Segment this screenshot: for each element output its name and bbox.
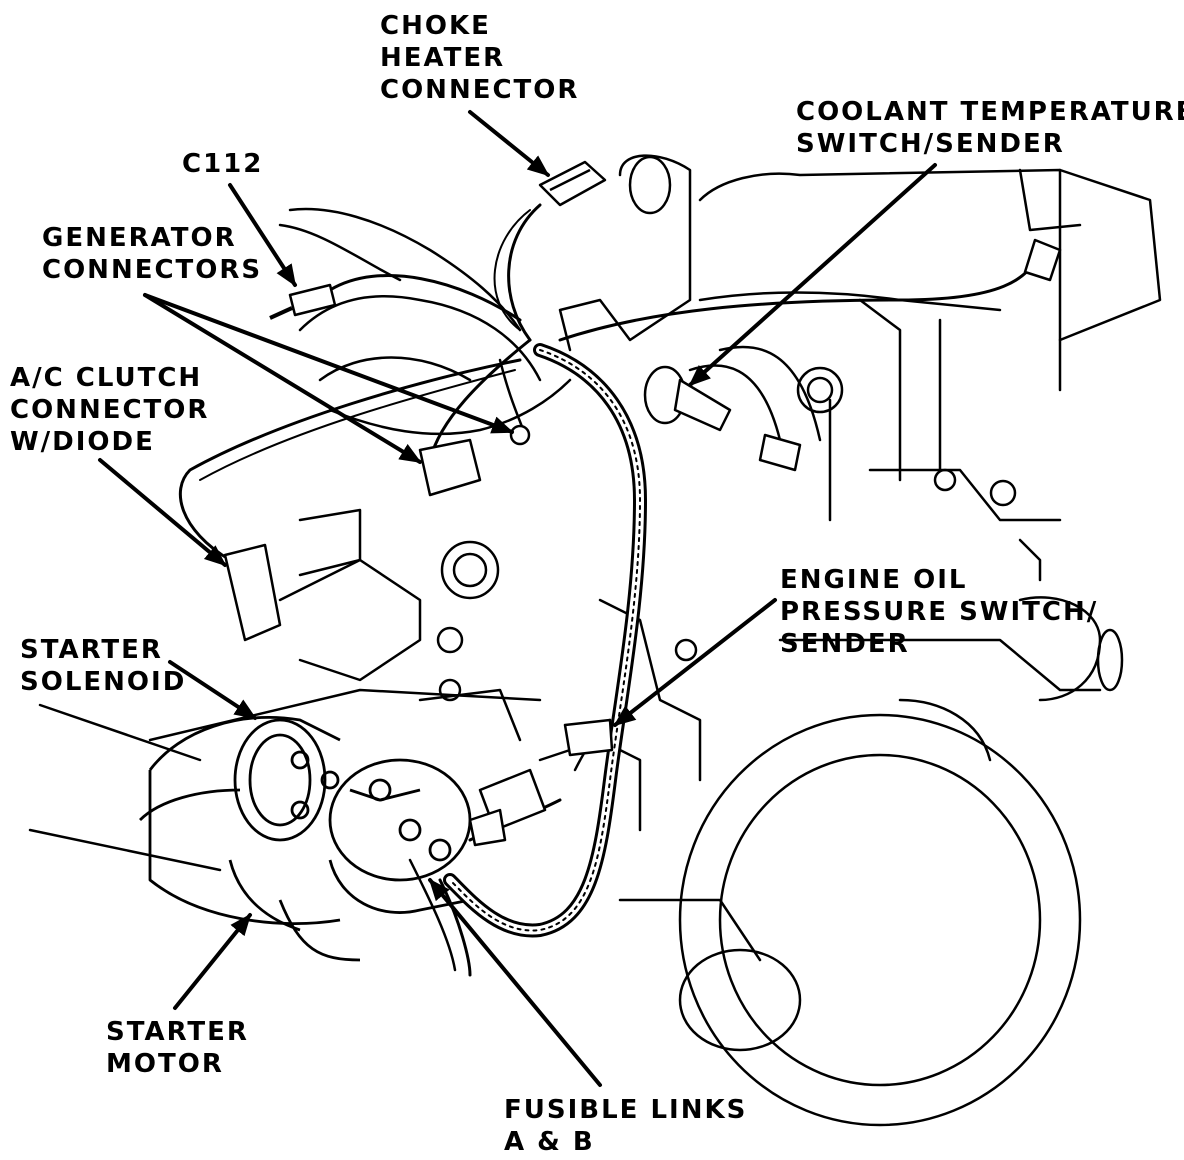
starter-solenoid-line-2: SOLENOID — [20, 667, 187, 697]
generator-line-1: GENERATOR — [42, 223, 237, 253]
choke-heater-arrow — [468, 110, 550, 177]
oil-pressure-sender-shape — [563, 718, 614, 757]
generator-arrow-2 — [143, 293, 514, 434]
generator-label: GENERATOR CONNECTORS — [42, 222, 262, 286]
ac-clutch-connector-shape — [223, 543, 282, 642]
connectors — [223, 160, 1062, 847]
choke-heater-line-1: CHOKE — [380, 11, 491, 41]
c112-arrow — [228, 183, 297, 287]
starter-solenoid-line-1: STARTER — [20, 635, 163, 665]
coolant-temp-line-2: SWITCH/SENDER — [796, 129, 1065, 159]
fusible-links-line-2: A & B — [504, 1127, 595, 1157]
coolant-temp-label: COOLANT TEMPERATURE SWITCH/SENDER — [796, 96, 1184, 160]
fusible-links-arrow — [428, 878, 602, 1087]
choke-heater-line-2: HEATER — [380, 43, 506, 73]
oil-pressure-arrow — [613, 598, 777, 727]
choke-heater-connector-shape — [538, 160, 607, 207]
engine-oil-line-2: PRESSURE SWITCH/ — [780, 597, 1099, 627]
starter-assembly — [139, 716, 472, 962]
coolant-sender-connector-shape — [758, 433, 802, 472]
fusible-links-line-1: FUSIBLE LINKS — [504, 1095, 748, 1125]
generator-connector-shape — [418, 438, 482, 497]
ac-clutch-arrow — [98, 458, 227, 567]
fusible-links-label: FUSIBLE LINKS A & B — [504, 1094, 747, 1158]
ac-clutch-label: A/C CLUTCH CONNECTOR W/DIODE — [10, 362, 209, 458]
starter-solenoid-label: STARTER SOLENOID — [20, 634, 186, 698]
engine-oil-line-3: SENDER — [780, 629, 910, 659]
starter-motor-arrow — [173, 913, 252, 1010]
choke-heater-line-3: CONNECTOR — [380, 75, 580, 105]
starter-motor-line-1: STARTER — [106, 1017, 249, 1047]
c112-line-1: C112 — [182, 149, 264, 179]
ac-clutch-line-2: CONNECTOR — [10, 395, 210, 425]
coolant-temp-line-1: COOLANT TEMPERATURE — [796, 97, 1184, 127]
starter-solenoid-arrow — [168, 660, 257, 720]
choke-heater-label: CHOKE HEATER CONNECTOR — [380, 10, 579, 106]
c112-connector-shape — [288, 283, 337, 317]
generator-arrow-1 — [143, 293, 422, 464]
generator-line-2: CONNECTORS — [42, 255, 263, 285]
c112-label: C112 — [182, 148, 263, 180]
starter-motor-line-2: MOTOR — [106, 1049, 224, 1079]
coolant-temp-arrow — [688, 163, 937, 387]
callout-arrows — [98, 110, 937, 1087]
wiring-harness — [178, 203, 1042, 977]
starter-motor-label: STARTER MOTOR — [106, 1016, 249, 1080]
engine-oil-line-1: ENGINE OIL — [780, 565, 968, 595]
ac-clutch-line-1: A/C CLUTCH — [10, 363, 203, 393]
engine-oil-label: ENGINE OIL PRESSURE SWITCH/ SENDER — [780, 564, 1098, 660]
ac-clutch-line-3: W/DIODE — [10, 427, 155, 457]
